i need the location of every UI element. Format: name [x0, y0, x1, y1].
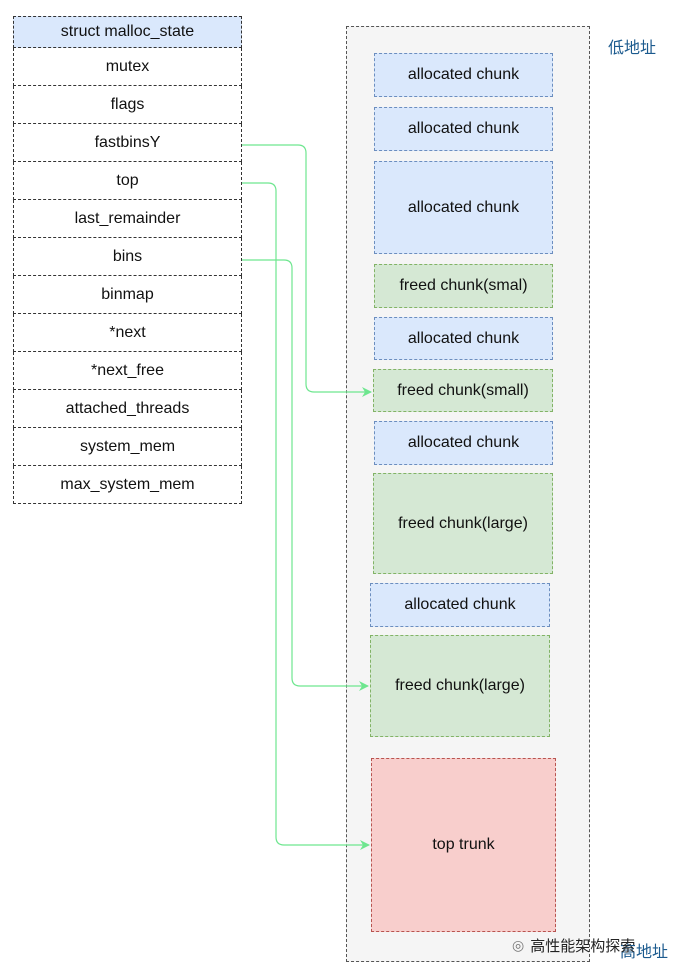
- field-mutex: mutex: [13, 48, 242, 86]
- field-bins: bins: [13, 238, 242, 276]
- arrow-top-to-top-trunk: [242, 182, 370, 850]
- chunk-freed-large-1: freed chunk(large): [373, 473, 553, 574]
- watermark: ◎ 高性能架构探索: [512, 935, 635, 956]
- field-next: *next: [13, 314, 242, 352]
- field-last-remainder: last_remainder: [13, 200, 242, 238]
- chunk-allocated-1: allocated chunk: [374, 53, 553, 97]
- high-address-label: 高地址: [620, 944, 669, 961]
- watermark-text: 高性能架构探索: [530, 938, 636, 955]
- chunk-allocated-5: allocated chunk: [374, 421, 553, 465]
- chunk-freed-small-1: freed chunk(smal): [374, 264, 553, 308]
- chunk-top-trunk: top trunk: [371, 758, 556, 932]
- field-max-system-mem: max_system_mem: [13, 466, 242, 504]
- chunk-allocated-2: allocated chunk: [374, 107, 553, 151]
- malloc-state-struct: struct malloc_state mutex flags fastbins…: [13, 16, 242, 504]
- chunk-allocated-3: allocated chunk: [374, 161, 553, 254]
- field-attached-threads: attached_threads: [13, 390, 242, 428]
- arrow-fastbins-to-small-chunk: [242, 144, 372, 397]
- chunk-freed-large-2: freed chunk(large): [370, 635, 550, 737]
- chunk-allocated-6: allocated chunk: [370, 583, 550, 627]
- arrow-bins-to-large-chunk: [242, 259, 369, 691]
- field-system-mem: system_mem: [13, 428, 242, 466]
- field-next-free: *next_free: [13, 352, 242, 390]
- field-flags: flags: [13, 86, 242, 124]
- low-address-label: 低地址: [608, 40, 657, 57]
- struct-header: struct malloc_state: [13, 16, 242, 48]
- chunk-freed-small-2: freed chunk(small): [373, 369, 553, 412]
- wechat-icon: ◎: [512, 937, 525, 953]
- chunk-allocated-4: allocated chunk: [374, 317, 553, 360]
- field-binmap: binmap: [13, 276, 242, 314]
- field-top: top: [13, 162, 242, 200]
- field-fastbinsY: fastbinsY: [13, 124, 242, 162]
